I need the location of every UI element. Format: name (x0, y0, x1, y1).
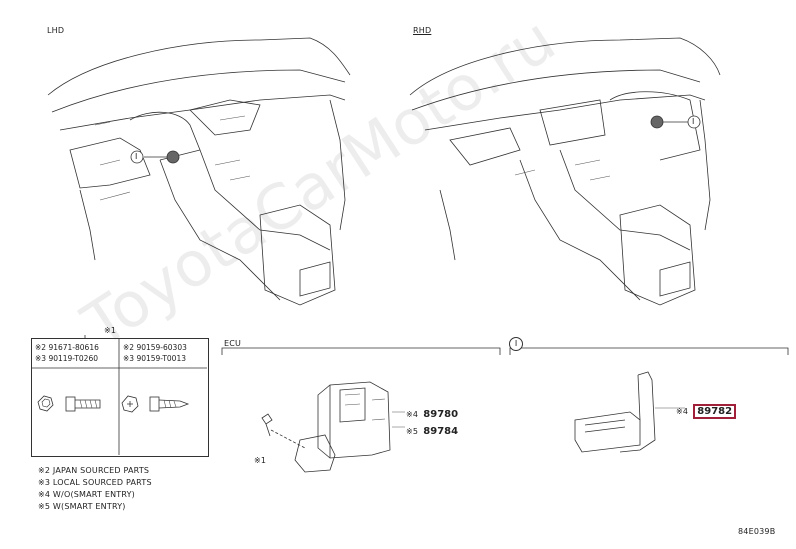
part-number: 89780 (423, 409, 459, 420)
part-number: 89784 (423, 426, 459, 437)
rhd-callout-mark: I (692, 117, 695, 126)
highlighted-part-number[interactable]: 89782 (693, 404, 737, 419)
note-w-smart-entry: ※5 W(SMART ENTRY) (38, 502, 126, 511)
rhd-dashboard-illustration (409, 37, 721, 306)
screw-icon-right (121, 395, 190, 413)
note-wo-smart-entry: ※4 W/O(SMART ENTRY) (38, 490, 135, 499)
bolt-icon-left (37, 395, 101, 412)
notes-list: ※2 JAPAN SOURCED PARTS ※3 LOCAL SOURCED … (38, 465, 152, 513)
note-local: ※3 LOCAL SOURCED PARTS (38, 478, 152, 487)
table-left-row-1: ※2 91671-80616 (35, 343, 99, 352)
lhd-dashboard-illustration (47, 37, 351, 306)
fastener-table: ※2 91671-80616 ※3 90119-T0260 ※2 90159-6… (31, 338, 209, 457)
ecu-part-89780[interactable]: ※4 89780 (406, 405, 458, 422)
rhd-label: RHD (413, 26, 432, 35)
table-right-row-2: ※3 90159-T0013 (123, 354, 186, 363)
ecu-title: ECU (224, 339, 242, 348)
table-right-row-1: ※2 90159-60303 (123, 343, 187, 352)
detail-part-89782[interactable]: ※4 89782 (676, 399, 737, 419)
note-japan: ※2 JAPAN SOURCED PARTS (38, 466, 150, 475)
lhd-label: LHD (47, 26, 65, 35)
figure-code: 84E039B (738, 527, 776, 536)
ecu-part-89784[interactable]: ※5 89784 (406, 422, 458, 439)
detail-callout-mark: I (509, 337, 523, 351)
bracket-illustration (574, 371, 685, 453)
table-header: ※1 (104, 326, 117, 335)
table-left-row-2: ※3 90119-T0260 (35, 354, 98, 363)
ecu-section-bracket (221, 347, 501, 355)
detail-section-bracket (509, 347, 789, 355)
part-mark: ※5 (406, 427, 419, 436)
lhd-callout-mark: I (135, 152, 138, 161)
ecu-part-list: ※4 89780 ※5 89784 (406, 405, 458, 439)
part-mark: ※4 (676, 407, 689, 416)
ecu-screw-ref: ※1 (254, 456, 267, 465)
ecu-illustration (261, 381, 405, 473)
part-mark: ※4 (406, 410, 419, 419)
